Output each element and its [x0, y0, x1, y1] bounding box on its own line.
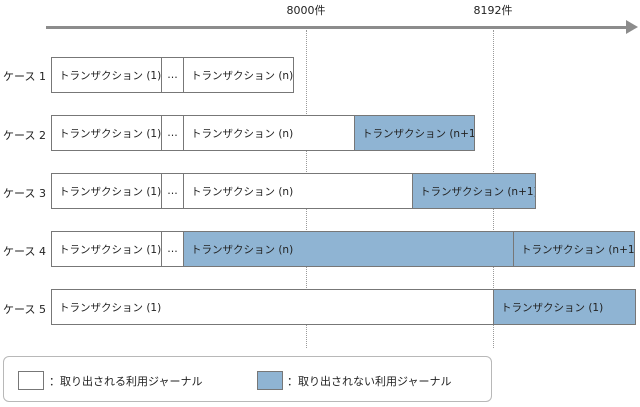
case1-transaction-n: トランザクション (n) — [183, 57, 294, 93]
axis-arrowhead — [626, 20, 638, 34]
mark-label-8192: 8192件 — [473, 4, 513, 17]
case-label-3: ケース 3 — [3, 187, 46, 200]
case1-transaction-1: トランザクション (1) — [51, 57, 162, 93]
case4-ellipsis: … — [161, 231, 184, 267]
case5-transaction-1-used: トランザクション (1) — [51, 289, 494, 325]
case4-transaction-n-plus-1: トランザクション (n+1) — [513, 231, 635, 267]
legend: ：取り出される利用ジャーナル ：取り出されない利用ジャーナル — [3, 356, 492, 402]
legend-label-unused: ：取り出されない利用ジャーナル — [287, 375, 452, 388]
case2-ellipsis: … — [161, 115, 184, 151]
case-label-2: ケース 2 — [3, 129, 46, 142]
case2-transaction-n: トランザクション (n) — [183, 115, 355, 151]
case3-ellipsis: … — [161, 173, 184, 209]
case-label-1: ケース 1 — [3, 70, 46, 83]
case4-transaction-n: トランザクション (n) — [183, 231, 514, 267]
case4-transaction-1: トランザクション (1) — [51, 231, 162, 267]
case2-transaction-1: トランザクション (1) — [51, 115, 162, 151]
case5-transaction-1-unused: トランザクション (1) — [493, 289, 636, 325]
case3-transaction-n-plus-1: トランザクション (n+1) — [412, 173, 536, 209]
case-label-4: ケース 4 — [3, 245, 46, 258]
case1-ellipsis: … — [161, 57, 184, 93]
legend-label-used: ：取り出される利用ジャーナル — [49, 375, 203, 388]
legend-swatch-unused — [257, 371, 283, 390]
axis-line — [46, 26, 628, 29]
case3-transaction-n: トランザクション (n) — [183, 173, 413, 209]
legend-swatch-used — [18, 371, 44, 390]
case2-transaction-n-plus-1: トランザクション (n+1) — [354, 115, 475, 151]
case-label-5: ケース 5 — [3, 303, 46, 316]
case3-transaction-1: トランザクション (1) — [51, 173, 162, 209]
mark-label-8000: 8000件 — [286, 4, 326, 17]
